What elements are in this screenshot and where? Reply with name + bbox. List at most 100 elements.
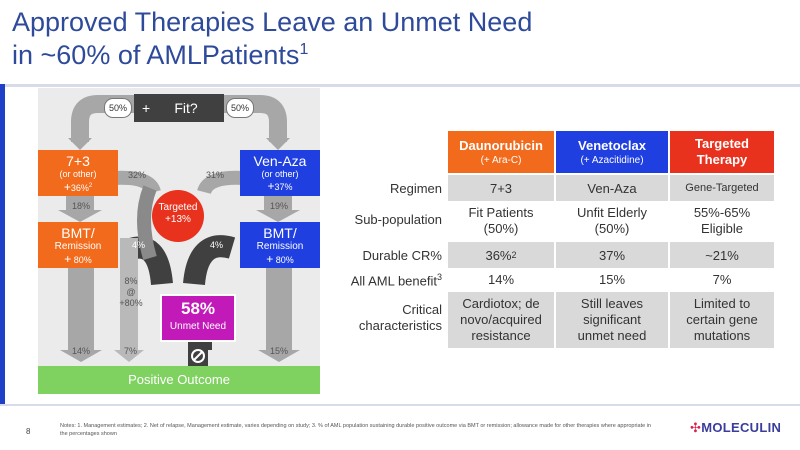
left-bmt-title: BMT/ [61,225,95,241]
cell-regimen-venetoclax: Ven-Aza [556,175,668,201]
cell-benefit-venetoclax: 15% [598,271,626,287]
arrow-left-to-outcome [68,268,94,354]
cell-cr-targeted: ~21% [670,242,774,268]
header-venetoclax: Venetoclax (+ Azacitidine) [556,131,668,173]
bottom-left-pct: 14% [72,346,91,356]
right-to-targeted-pct: 31% [206,170,225,180]
arrow-left-to-bmt [66,196,94,214]
regimen-7-3-rate-sup: 2 [88,183,93,189]
right-bmt-title: BMT/ [263,225,297,241]
slide-title: Approved Therapies Leave an Unmet Need i… [12,6,772,72]
ven-aza-rate: +37% [240,180,320,193]
title-footnote-ref: 1 [299,41,309,58]
arrow-fit-right [222,95,287,142]
cell-cr-daunorubicin-value: 36% [485,247,512,263]
right-bmt-sub: Remission [256,241,304,252]
left-bmt-rate-value: 80% [73,255,92,265]
bottom-divider [0,404,800,406]
arrow-left-to-bmt-head [58,210,102,222]
arrow-mid-long-head [114,350,144,362]
left-to-bmt-pct: 18% [72,201,91,211]
row-label-regimen: Regimen [389,181,442,196]
ven-aza-plus: + [267,179,275,193]
plus-sign: + [142,100,151,116]
cell-benefit-daunorubicin: 14% [487,271,515,287]
cell-critical-venetoclax: Still leaves significant unmet need [556,292,668,348]
row-label-aml-benefit-text: All AML benefit [350,273,437,289]
left-split-badge: 50% [104,98,132,118]
cell-cr-daunorubicin: 36%2 [448,242,554,268]
left-bmt-sub: Remission [54,241,102,252]
middle-line-1: 8% [124,276,138,286]
arrow-right-to-targeted [197,170,245,195]
arrow-fit-left-head [68,138,92,150]
ven-aza-sub: (or other) [261,169,299,179]
right-bmt-rate-value: 80% [275,255,294,265]
left-bmt-box: BMT/ Remission + 80% [38,222,118,268]
middle-transition-label: 8% @ +80% [118,276,144,309]
row-label-durable-cr: Durable CR% [362,248,442,263]
fit-label: Fit? [174,100,198,116]
header-venetoclax-sub: (+ Azacitidine) [580,155,644,166]
left-to-targeted-pct: 32% [128,170,147,180]
cell-subpop-targeted: 55%-65% Eligible [693,205,751,236]
cell-subpop-venetoclax: Unfit Elderly (50%) [576,205,648,236]
logo-mark-icon: ✣ [690,420,702,435]
arrow-right-bmt-to-unmet [183,235,236,286]
flow-arrows [58,95,300,362]
bottom-mid-pct: 7% [124,346,138,356]
left-bmt-to-unmet-pct: 4% [132,240,146,250]
targeted-circle: Targeted +13% [152,190,204,242]
cell-cr-daunorubicin-sup: 2 [511,250,517,260]
regimen-7-3-title: 7+3 [66,153,90,169]
arrow-fit-right-head [266,138,290,150]
right-to-bmt-pct: 19% [270,201,289,211]
cell-benefit-targeted: 7% [712,271,732,287]
regimen-7-3-plus: + [63,180,71,194]
right-split-badge: 50% [226,98,254,118]
header-daunorubicin-sub: (+ Ara-C) [480,155,522,166]
cell-critical-daunorubicin: Cardiotox; de novo/acquired resistance [448,292,554,348]
title-line-2-text: in ~60% of AMLPatients [12,40,300,70]
row-label-aml-benefit: All AML benefit3 [318,272,442,288]
regimen-7-3-sub: (or other) [59,169,97,179]
right-bmt-to-unmet-pct: 4% [210,240,224,250]
cell-critical-targeted: Limited to certain gene mutations [670,292,774,348]
logo-text: MOLECULIN [701,420,782,435]
ven-aza-box: Ven-Aza (or other) +37% [240,150,320,196]
regimen-7-3-rate: +36%2 [38,180,118,194]
arrow-fit-left [71,95,136,142]
header-daunorubicin-name: Daunorubicin [459,138,543,153]
page-number: 8 [26,427,31,436]
positive-outcome-bar: Positive Outcome [38,366,320,394]
header-targeted-name: Targeted Therapy [695,136,749,167]
arrow-right-to-bmt-head [256,210,300,222]
unmet-need-box: 58% Unmet Need [160,294,236,342]
arrow-right-to-outcome [266,268,292,354]
ven-aza-rate-value: 37% [274,182,293,192]
right-bmt-rate: + 80% [240,253,320,266]
targeted-title: Targeted [158,202,198,213]
arrow-mid-to-outcome [137,185,157,261]
company-logo: ✣MOLECULIN [690,420,781,436]
arrow-right-to-outcome-head [258,350,300,362]
unmet-value: 58% [180,299,216,318]
left-bmt-plus: + [64,252,72,266]
left-bmt-rate: + 80% [38,253,118,266]
cell-cr-venetoclax: 37% [556,242,668,268]
middle-line-2: @ [126,287,136,297]
targeted-rate: +13% [165,214,191,225]
title-line-2: in ~60% of AMLPatients1 [12,39,772,72]
cell-regimen-daunorubicin: 7+3 [448,175,554,201]
ven-aza-title: Ven-Aza [253,153,307,169]
right-bmt-plus: + [266,252,274,266]
header-targeted-therapy: Targeted Therapy [670,131,774,173]
arrow-mid-long [120,238,138,354]
top-divider [0,84,800,87]
bottom-right-pct: 15% [270,346,289,356]
footnotes: Notes: 1. Management estimates; 2. Net o… [60,423,651,437]
title-line-1: Approved Therapies Leave an Unmet Need [12,7,533,37]
arrow-right-to-bmt [264,196,292,214]
unmet-label: Unmet Need [169,321,227,332]
header-daunorubicin: Daunorubicin (+ Ara-C) [448,131,554,173]
